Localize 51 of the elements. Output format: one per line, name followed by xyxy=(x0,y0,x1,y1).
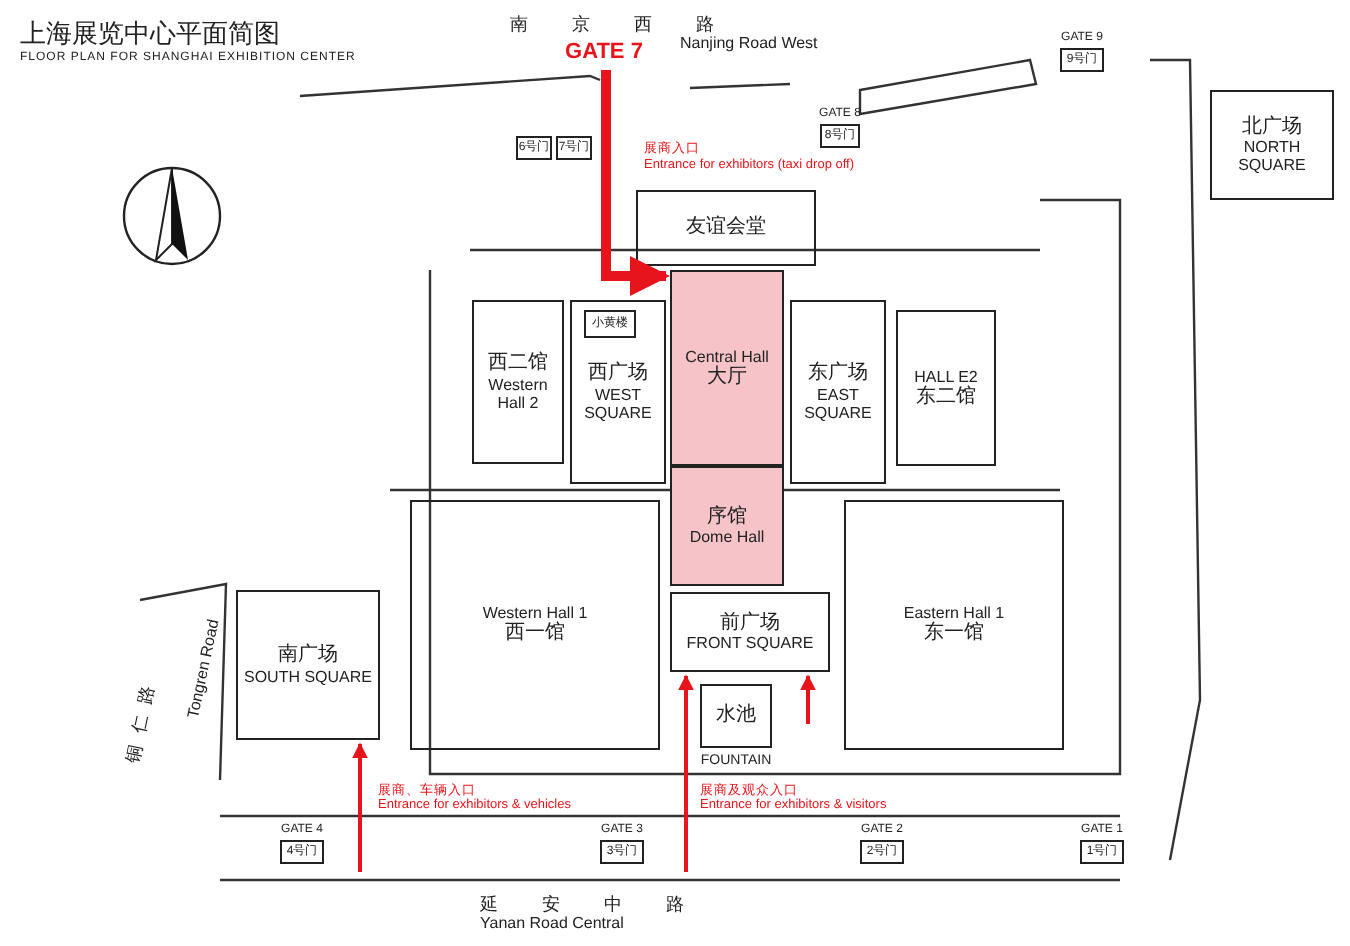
area-name: Dome Hall xyxy=(689,528,765,547)
area-box xyxy=(670,466,784,586)
area-name: 友谊会堂 xyxy=(686,216,766,240)
area-name: HALL E2 xyxy=(914,367,978,386)
area-name: NORTH SQUARE xyxy=(1236,138,1308,175)
area-name: Eastern Hall 1 xyxy=(903,604,1005,623)
road-name: 南京西路 xyxy=(510,13,758,36)
plan-title: 上海展览中心平面简图 xyxy=(20,18,280,51)
area-box xyxy=(844,500,1064,750)
area-name: 水池 xyxy=(716,704,756,728)
area-name: WEST SQUARE xyxy=(582,385,654,422)
area-box xyxy=(670,270,784,466)
area-name: FRONT SQUARE xyxy=(686,634,814,653)
entrance-arrow xyxy=(601,70,670,296)
area-box xyxy=(670,592,830,672)
area-name: 西二馆 xyxy=(488,352,548,376)
area-name: 序馆 xyxy=(707,505,747,529)
area-name: 前广场 xyxy=(720,611,780,635)
area-box xyxy=(236,590,380,740)
road-name: Yanan Road Central xyxy=(480,914,624,932)
area-name: 东一馆 xyxy=(924,622,984,646)
entrance-arrow xyxy=(800,674,816,724)
road-name: Nanjing Road West xyxy=(680,34,818,52)
area-name: SOUTH SQUARE xyxy=(243,667,372,686)
area-name: 西广场 xyxy=(588,362,648,386)
area-name: Western Hall 2 xyxy=(486,375,550,412)
entrance-arrow xyxy=(678,674,694,872)
area-name: EAST SQUARE xyxy=(802,385,874,422)
area-box xyxy=(636,190,816,266)
area-name: 东二馆 xyxy=(916,385,976,409)
gate-house-box xyxy=(556,136,592,160)
area-name: 北广场 xyxy=(1242,115,1302,139)
area-name: 西一馆 xyxy=(505,622,565,646)
area-name: Central Hall xyxy=(685,347,769,366)
entrance-arrow xyxy=(352,742,368,872)
area-box xyxy=(896,310,996,466)
road-name: Tongren Road xyxy=(184,617,223,720)
gate-house-box xyxy=(584,310,636,338)
area-name: 南广场 xyxy=(278,644,338,668)
area-box xyxy=(1210,90,1334,200)
area-box xyxy=(790,300,886,484)
area-name: 东广场 xyxy=(808,362,868,386)
area-name: 大厅 xyxy=(707,365,747,389)
area-name: GATE 7 xyxy=(565,39,643,65)
road-name: 铜仁路 xyxy=(121,671,165,766)
area-box xyxy=(570,300,666,484)
area-box xyxy=(472,300,564,464)
area-name: Western Hall 1 xyxy=(482,604,588,623)
gate-house-box xyxy=(516,136,552,160)
road-name: 延安中路 xyxy=(480,893,728,916)
area-box xyxy=(410,500,660,750)
